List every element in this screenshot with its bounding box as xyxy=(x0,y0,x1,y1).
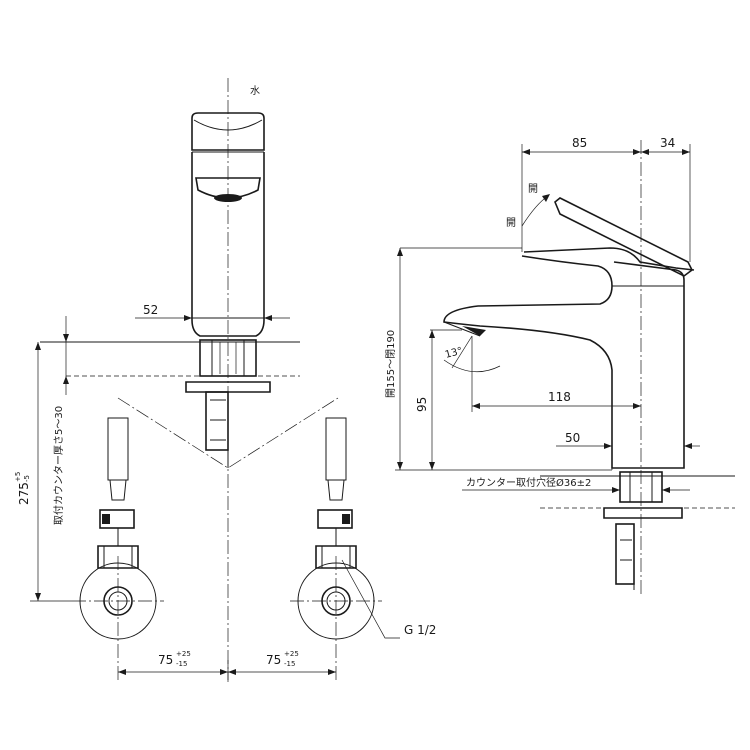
svg-text:+25: +25 xyxy=(284,650,299,658)
left-supply-hose xyxy=(72,417,164,680)
side-body-spout xyxy=(443,255,685,469)
dim-spout-height: 95 xyxy=(415,329,462,470)
front-faucet-body xyxy=(191,112,265,337)
right-supply-hose xyxy=(290,417,382,680)
svg-text:34: 34 xyxy=(660,136,675,150)
svg-text:85: 85 xyxy=(572,136,587,150)
dim-counter-hole: カウンター取付穴径Ø36±2 xyxy=(462,476,690,493)
open-label-top: 開 xyxy=(528,183,538,195)
dim-spout-width: 52 xyxy=(135,303,290,321)
lever-arc-arrow xyxy=(521,195,549,227)
open-label-left: 開 xyxy=(506,217,516,229)
side-view: 85 34 開 開 開155～閉190 95 xyxy=(385,136,735,596)
svg-text:50: 50 xyxy=(565,431,580,445)
dim-spout-reach: 118 xyxy=(472,390,641,409)
svg-text:118: 118 xyxy=(548,390,571,404)
svg-text:+25: +25 xyxy=(176,650,191,658)
dim-pitch: 75 +25 -15 75 +25 -15 xyxy=(118,650,336,682)
svg-text:-5: -5 xyxy=(23,475,31,482)
thread-label: G 1/2 xyxy=(404,623,436,637)
svg-text:取付カウンター厚さ5～30: 取付カウンター厚さ5～30 xyxy=(52,406,65,525)
dim-lever-length: 85 34 xyxy=(521,136,691,262)
dim-body-offset: 50 xyxy=(556,431,700,470)
dim-side-height: 開155～閉190 xyxy=(385,247,612,471)
svg-text:-15: -15 xyxy=(284,660,295,668)
svg-text:カウンター取付穴径Ø36±2: カウンター取付穴径Ø36±2 xyxy=(466,476,591,489)
svg-text:開155～閉190: 開155～閉190 xyxy=(385,330,397,398)
dim-angle: 13° xyxy=(443,335,501,412)
svg-text:-15: -15 xyxy=(176,660,187,668)
svg-text:75: 75 xyxy=(266,653,281,667)
svg-text:13°: 13° xyxy=(444,346,464,361)
water-label: 水 xyxy=(250,85,260,97)
dim-counter-thickness: 取付カウンター厚さ5～30 xyxy=(52,316,69,525)
svg-text:275: 275 xyxy=(17,482,31,505)
front-view: G 1/2 水 52 275 +5 -5 取付カウンター厚さ5～30 xyxy=(14,78,436,682)
thread-leader-line xyxy=(341,559,400,639)
side-lever xyxy=(523,197,695,277)
front-base-shank xyxy=(185,339,271,468)
svg-text:+5: +5 xyxy=(14,472,22,482)
svg-text:52: 52 xyxy=(143,303,158,317)
dim-total-height: 275 +5 -5 xyxy=(14,342,72,602)
svg-text:75: 75 xyxy=(158,653,173,667)
side-base-shank xyxy=(540,471,735,590)
svg-text:95: 95 xyxy=(415,397,429,412)
